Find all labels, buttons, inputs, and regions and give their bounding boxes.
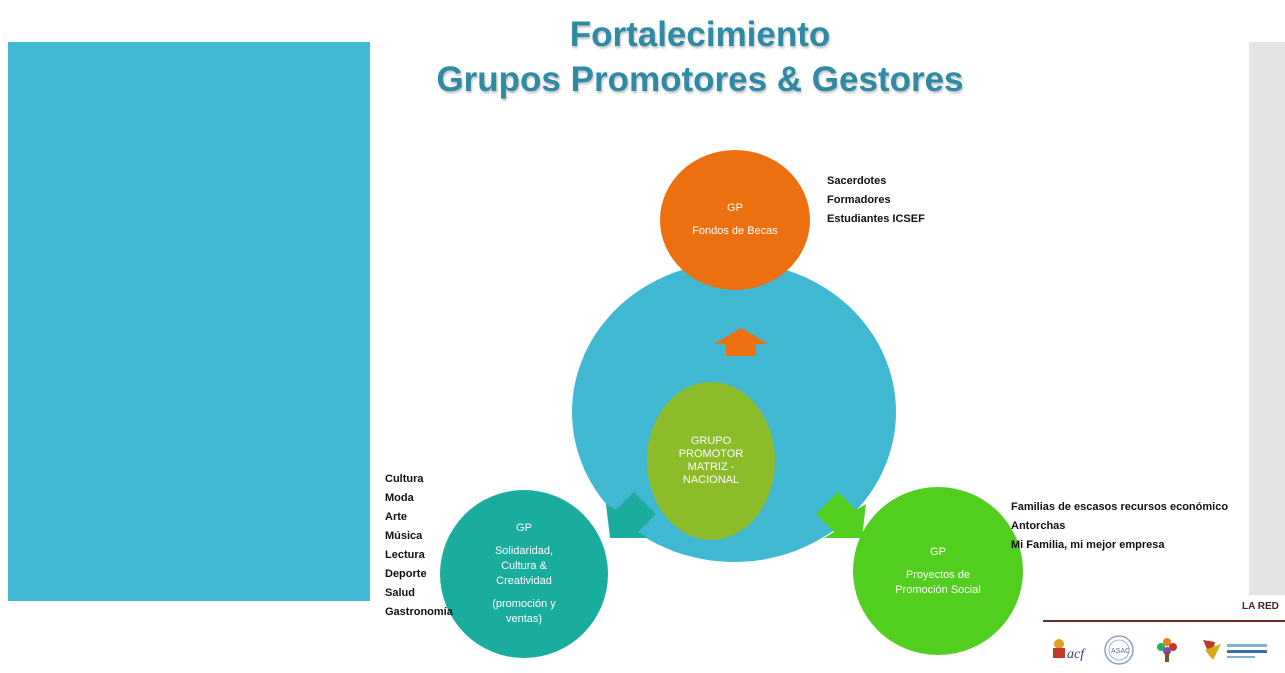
note-item: Moda [385, 492, 414, 504]
arrow-down-left-icon [606, 492, 656, 538]
note-item: Formadores [827, 194, 891, 206]
center-line-2: PROMOTOR [678, 448, 744, 460]
left-line-5: ventas) [505, 613, 543, 625]
title-line-1: Fortalecimiento [569, 15, 831, 54]
top-name-label: Fondos de Becas [692, 225, 778, 237]
arrow-down-right-icon [816, 492, 866, 538]
slide-title: Fortalecimiento Grupos Promotores & Gest… [380, 12, 1020, 102]
right-line-2: Promoción Social [895, 583, 981, 596]
note-item: Sacerdotes [827, 175, 887, 187]
note-item: Familias de escasos recursos económico [1011, 501, 1229, 513]
left-circle-solidaridad: GP Solidaridad, Cultura & Creatividad (p… [440, 490, 608, 658]
center-circle-grupo-promotor: GRUPO PROMOTOR MATRIZ - NACIONAL [647, 382, 775, 540]
center-line-4: NACIONAL [682, 474, 740, 486]
note-item: Deporte [385, 568, 427, 580]
center-line-3: MATRIZ - [687, 461, 735, 473]
svg-text:ASAC: ASAC [1111, 648, 1130, 655]
top-gp-label: GP [727, 202, 743, 214]
left-notes-list: Cultura Moda Arte Música Lectura Deporte… [385, 470, 453, 622]
left-color-panel [8, 42, 370, 601]
top-circle-fondos-de-becas: GP Fondos de Becas [660, 150, 810, 290]
right-gp-label: GP [930, 545, 946, 558]
note-item: Lectura [385, 549, 425, 561]
note-item: Música [385, 530, 423, 542]
left-line-1: Solidaridad, [494, 545, 554, 557]
acf-logo-icon: acf [1053, 639, 1086, 662]
partner-logos: acf ASAC [1053, 635, 1267, 665]
arrow-up-icon [714, 328, 768, 356]
right-circle-promocion-social: GP Proyectos de Promoción Social [853, 487, 1023, 655]
note-item: Salud [385, 587, 415, 599]
center-line-1: GRUPO [690, 435, 732, 447]
network-label: LA RED [1242, 601, 1279, 612]
formacion-logo-icon [1203, 640, 1267, 660]
note-item: Arte [385, 511, 408, 523]
right-notes-list: Familias de escasos recursos económico A… [1011, 498, 1228, 555]
asac-logo-icon: ASAC [1104, 635, 1134, 665]
note-item: Antorchas [1011, 520, 1066, 532]
left-line-4: (promoción y [492, 598, 556, 610]
note-item: Gastronomía [385, 606, 453, 618]
right-gray-panel [1249, 42, 1285, 595]
footer-divider [1043, 620, 1285, 622]
left-line-3: Creatividad [496, 575, 552, 587]
note-item: Mi Familia, mi mejor empresa [1011, 539, 1165, 551]
note-item: Cultura [385, 473, 424, 485]
left-gp-label: GP [516, 522, 532, 534]
title-line-2: Grupos Promotores & Gestores [436, 60, 964, 99]
svg-text:acf: acf [1067, 647, 1086, 662]
tree-people-logo-icon [1157, 638, 1177, 662]
top-notes-list: Sacerdotes Formadores Estudiantes ICSEF [827, 172, 925, 229]
right-line-1: Proyectos de [905, 568, 971, 581]
note-item: Estudiantes ICSEF [827, 213, 925, 225]
left-line-2: Cultura & [501, 560, 547, 572]
